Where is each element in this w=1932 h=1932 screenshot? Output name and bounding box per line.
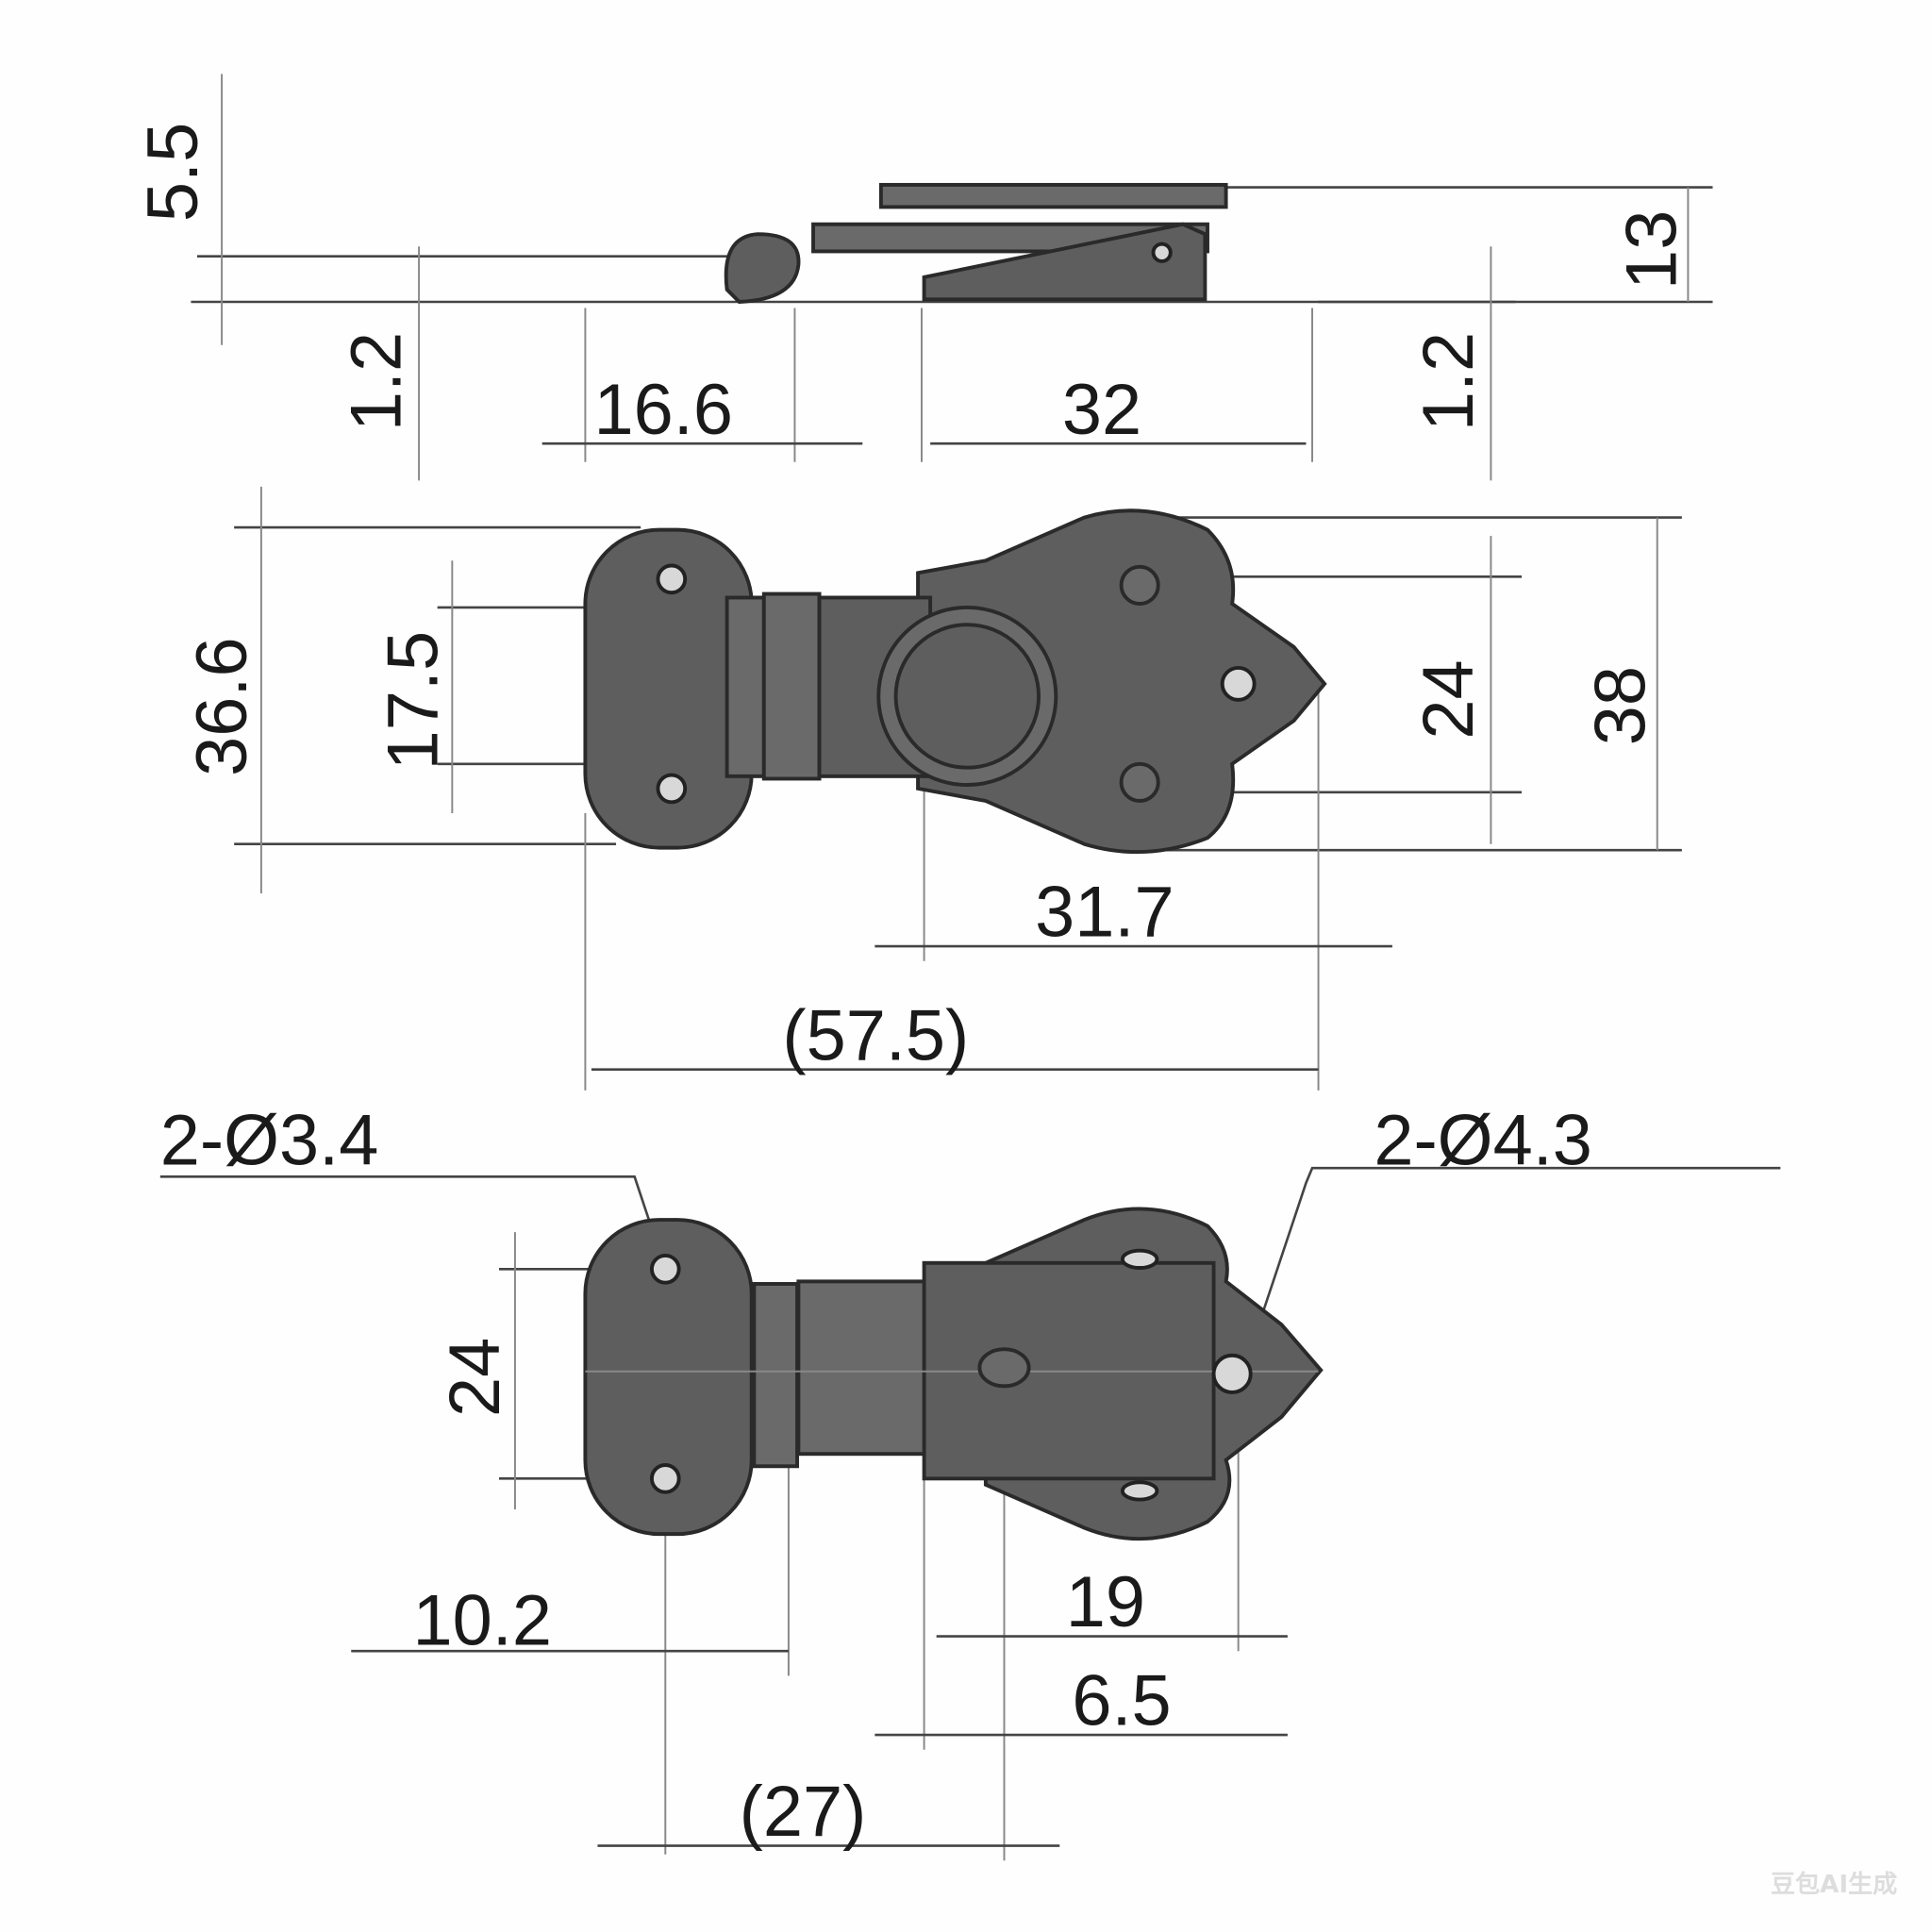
dim-38: 38: [1581, 666, 1661, 745]
mounting-hole: [649, 1463, 681, 1494]
dim-57-5: (57.5): [782, 995, 969, 1075]
hinge-arm: [796, 1279, 930, 1457]
leader-line: [159, 1175, 667, 1270]
mounting-hole: [656, 773, 688, 805]
hook-profile: [724, 232, 801, 304]
top-view: 36.6 17.5 24 38 31.7 (57.5): [182, 486, 1682, 1091]
side-view: 5.5 13 1.2 1.2 16.6 32: [133, 74, 1713, 481]
pivot-rivet: [1151, 242, 1173, 263]
dim-16-6: 16.6: [594, 370, 733, 450]
dim-1-2-left: 1.2: [336, 332, 416, 431]
dim-24-bottom: 24: [435, 1338, 515, 1417]
dim-36-6: 36.6: [182, 637, 262, 775]
mounting-hole: [649, 1253, 681, 1285]
watermark: 豆包AI生成: [1771, 1870, 1897, 1899]
dim-24: 24: [1408, 659, 1489, 739]
base-plate-profile: [922, 222, 1208, 302]
latch-top-profile: [878, 182, 1228, 209]
dim-27: (27): [740, 1772, 867, 1852]
dim-10-2: 10.2: [413, 1581, 552, 1661]
catch-plate: [583, 1218, 754, 1537]
mounting-hole: [1211, 1353, 1253, 1394]
rivet: [977, 1347, 1031, 1389]
rivet: [1120, 1480, 1159, 1502]
dim-5-5: 5.5: [133, 123, 213, 222]
rivet: [1119, 564, 1160, 606]
hinge-barrel: [752, 1282, 800, 1469]
rivet: [1119, 761, 1160, 803]
dim-6-5: 6.5: [1072, 1661, 1171, 1741]
mounting-hole: [1220, 665, 1257, 702]
dim-1-2-right: 1.2: [1408, 332, 1489, 431]
dim-31-7: 31.7: [1035, 873, 1174, 953]
bottom-view: 2-Ø3.4 2-Ø4.3 24 10.2 19 6.5 (27): [159, 1100, 1781, 1861]
dim-17-5: 17.5: [374, 631, 454, 770]
rivet: [1120, 1248, 1159, 1270]
callout-2-hole-3-4: 2-Ø3.4: [160, 1100, 379, 1180]
callout-2-hole-4-3: 2-Ø4.3: [1374, 1100, 1592, 1180]
mounting-hole: [656, 563, 688, 595]
latch-dome-inner: [893, 623, 1041, 770]
hinge-barrel: [724, 595, 766, 778]
hinge-knuckle: [761, 591, 822, 781]
dim-32: 32: [1062, 370, 1141, 450]
dim-13: 13: [1611, 210, 1691, 290]
leader-line: [1242, 1166, 1781, 1369]
dim-19: 19: [1066, 1562, 1145, 1642]
